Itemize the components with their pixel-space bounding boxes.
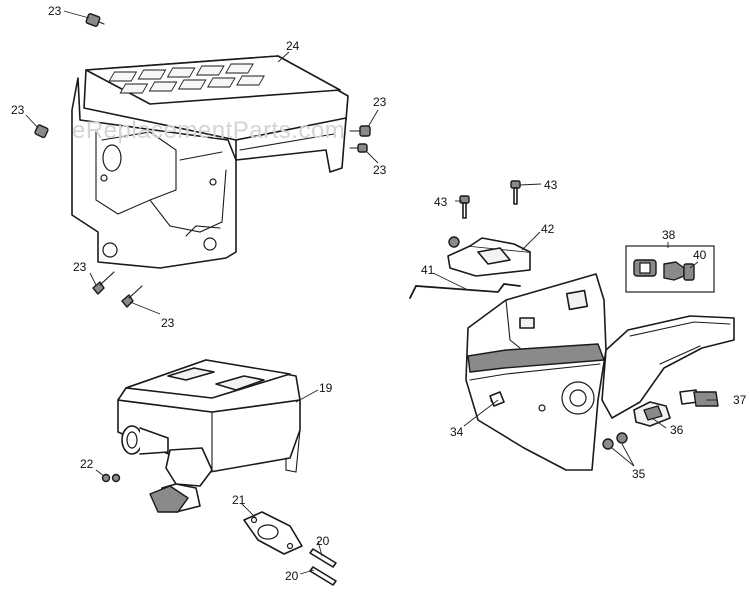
part-24-upper-shroud [71,55,349,269]
callout-23-left: 23 [11,103,25,117]
part-23-screw-left [34,124,49,139]
callout-38: 38 [662,228,676,242]
leader-lines [25,10,718,575]
part-23-screw-right-b [349,143,368,153]
callout-35: 35 [632,467,646,481]
callout-23-right-b: 23 [373,163,387,177]
callout-20-a: 20 [316,534,330,548]
callout-36: 36 [670,423,684,437]
callout-23-bottom-a: 23 [73,260,87,274]
callout-43-a: 43 [434,195,448,209]
callout-42: 42 [541,222,555,236]
part-23-screw-top [85,13,105,27]
callout-23-top: 23 [48,4,62,18]
part-22-nuts [101,473,121,483]
part-38-kit [625,245,715,293]
callout-23-right-a: 23 [373,95,387,109]
callout-34: 34 [450,425,464,439]
part-23-screw-bottom-b [121,285,143,308]
part-43-bolt-b [510,180,521,205]
callout-21: 21 [232,493,246,507]
part-23-screw-right-a [349,125,371,137]
part-37-key [679,389,719,407]
callout-23-bottom-b: 23 [161,316,175,330]
callout-19: 19 [319,381,333,395]
callout-41: 41 [421,263,435,277]
cover-flap [601,315,735,419]
callout-43-b: 43 [544,178,558,192]
part-21-gasket [243,511,303,555]
callout-labels: 23 24 23 23 23 23 23 43 43 42 38 40 41 1… [11,4,747,583]
callout-20-b: 20 [285,569,299,583]
part-36-knob [633,401,671,427]
part-23-screw-bottom-a [92,271,115,295]
part-43-bolt-a [459,195,470,219]
callout-37: 37 [733,393,747,407]
part-35-nuts [602,432,628,450]
part-19-muffler-guard [117,359,301,513]
watermark-text: eReplacementParts.com [72,117,345,144]
callout-24: 24 [286,39,300,53]
part-34-control-housing [465,273,607,471]
part-20-studs [309,548,337,586]
part-41-rod [409,283,521,299]
part-42-switch-bracket [447,236,531,277]
callout-40: 40 [693,248,707,262]
callout-22: 22 [80,457,94,471]
